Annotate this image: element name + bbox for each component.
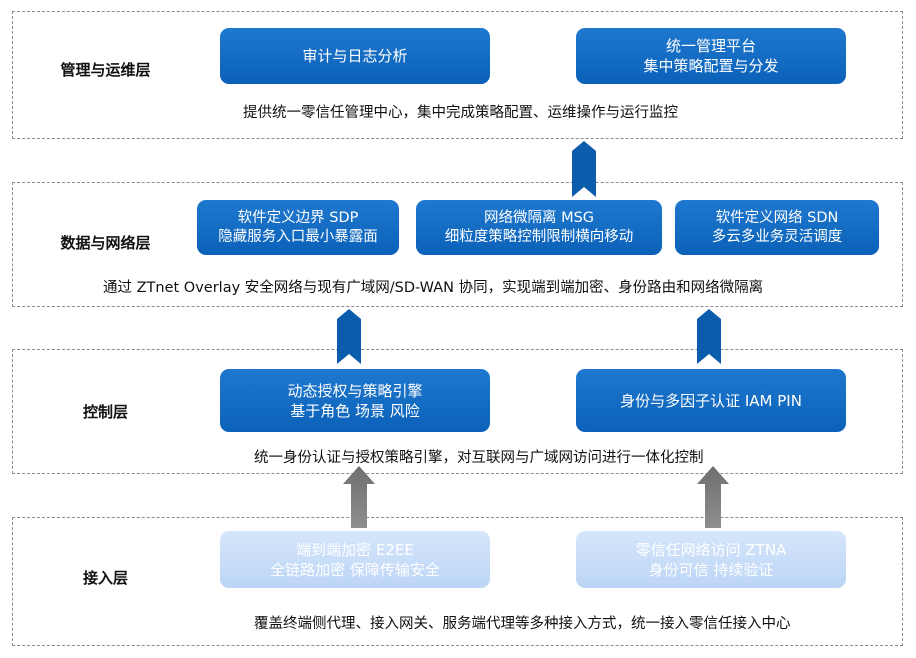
- iam-box: 身份与多因子认证 IAM PIN: [576, 369, 846, 432]
- sdp-sublabel: 隐藏服务入口最小暴露面: [218, 228, 378, 245]
- e2ee-box: 端到端加密 E2EE 全链路加密 保障传输安全: [220, 531, 490, 588]
- sdp-box: 软件定义边界 SDP 隐藏服务入口最小暴露面: [197, 200, 399, 255]
- arrow-up-icon: [697, 309, 721, 364]
- msg-sublabel: 细粒度策略控制限制横向移动: [444, 228, 634, 245]
- dynamic-authorization-box: 动态授权与策略引擎 基于角色 场景 风险: [220, 369, 490, 432]
- dynamic-authorization-label: 动态授权与策略引擎: [287, 381, 423, 400]
- control-layer-title: 控制层: [82, 403, 128, 421]
- ztna-box: 零信任网络访问 ZTNA 身份可信 持续验证: [576, 531, 846, 588]
- access-layer: 接入层 端到端加密 E2EE 全链路加密 保障传输安全 零信任网络访问 ZTNA…: [12, 517, 903, 646]
- data-network-layer-desc: 通过 ZTnet Overlay 安全网络与现有广域网/SD-WAN 协同，实现…: [103, 280, 764, 296]
- ztna-sublabel: 身份可信 持续验证: [648, 560, 774, 579]
- access-layer-title: 接入层: [82, 569, 128, 587]
- arrow-up-icon: [697, 466, 729, 528]
- e2ee-sublabel: 全链路加密 保障传输安全: [270, 560, 440, 579]
- access-layer-desc: 覆盖终端侧代理、接入网关、服务端代理等多种接入方式，统一接入零信任接入中心: [254, 616, 791, 632]
- ztna-label: 零信任网络访问 ZTNA: [635, 540, 787, 559]
- unified-management-platform-label: 统一管理平台: [665, 37, 756, 55]
- msg-box: 网络微隔离 MSG 细粒度策略控制限制横向移动: [416, 200, 662, 255]
- unified-management-platform-sublabel: 集中策略配置与分发: [643, 57, 779, 75]
- control-layer-desc: 统一身份认证与授权策略引擎，对互联网与广域网访问进行一体化控制: [254, 450, 704, 466]
- arrow-up-icon: [343, 466, 375, 528]
- dynamic-authorization-sublabel: 基于角色 场景 风险: [290, 401, 420, 420]
- arrow-up-icon: [337, 309, 361, 364]
- control-layer: 控制层 动态授权与策略引擎 基于角色 场景 风险 身份与多因子认证 IAM PI…: [12, 349, 903, 474]
- management-layer-title: 管理与运维层: [60, 61, 151, 79]
- audit-log-analysis-box: 审计与日志分析: [220, 28, 490, 84]
- data-network-layer-title: 数据与网络层: [60, 234, 151, 252]
- audit-log-analysis-label: 审计与日志分析: [302, 47, 408, 65]
- arrow-up-icon: [572, 141, 596, 197]
- data-network-layer: 数据与网络层 软件定义边界 SDP 隐藏服务入口最小暴露面 网络微隔离 MSG …: [12, 182, 903, 307]
- sdp-label: 软件定义边界 SDP: [237, 209, 359, 226]
- unified-management-platform-box: 统一管理平台 集中策略配置与分发: [576, 28, 846, 84]
- msg-label: 网络微隔离 MSG: [483, 209, 595, 226]
- management-layer: 管理与运维层 审计与日志分析 统一管理平台 集中策略配置与分发 提供统一零信任管…: [12, 11, 903, 139]
- sdn-sublabel: 多云多业务灵活调度: [711, 228, 843, 245]
- iam-label: 身份与多因子认证 IAM PIN: [620, 391, 802, 410]
- e2ee-label: 端到端加密 E2EE: [296, 540, 414, 559]
- sdn-label: 软件定义网络 SDN: [715, 209, 839, 226]
- sdn-box: 软件定义网络 SDN 多云多业务灵活调度: [675, 200, 879, 255]
- management-layer-desc: 提供统一零信任管理中心，集中完成策略配置、运维操作与运行监控: [243, 105, 678, 121]
